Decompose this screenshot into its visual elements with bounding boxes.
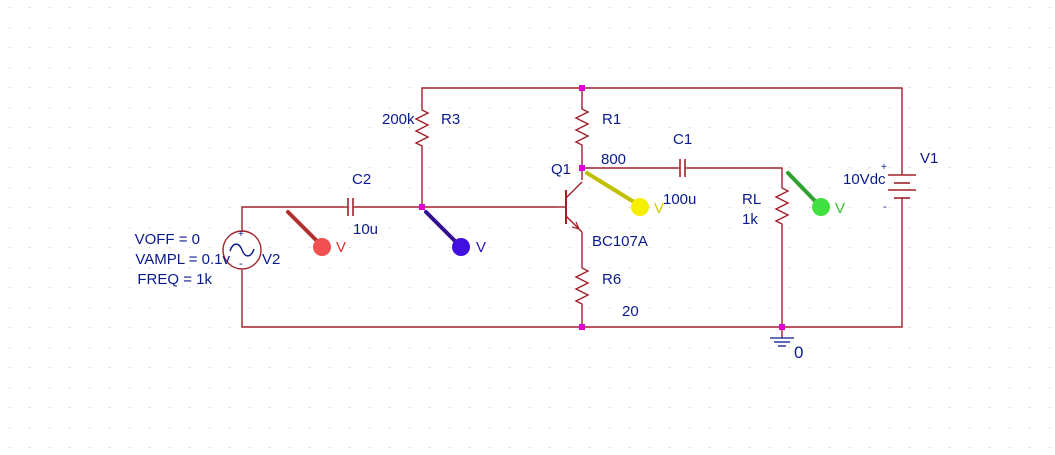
resistor-r6[interactable]: R6 20 [574, 266, 639, 320]
resistor-r3-body [414, 108, 430, 148]
resistor-rl-value: 1k [742, 211, 758, 228]
capacitor-c1-value: 100u [663, 191, 696, 208]
wire-v2-top[interactable] [241, 206, 344, 232]
dc-source-v1[interactable]: + - V1 10Vdc [843, 150, 938, 213]
wire-c1-rl[interactable] [688, 167, 783, 184]
probe-v2-input-stem [286, 210, 320, 244]
junction-top-rail[interactable] [579, 85, 585, 91]
probe-v2-input[interactable]: V [286, 210, 346, 256]
probe-base-label: V [476, 239, 486, 256]
probe-collector[interactable]: V [585, 171, 664, 217]
ac-source-v2-freq: FREQ = 1k [137, 271, 212, 288]
probe-base[interactable]: V [424, 210, 486, 256]
dc-source-v1-value: 10Vdc [843, 171, 886, 188]
resistor-rl[interactable]: RL 1k [742, 184, 790, 228]
probe-base-stem [424, 210, 459, 245]
resistor-r6-body [574, 266, 590, 306]
junction-emitter-ground[interactable] [579, 324, 585, 330]
probe-v2-input-head [313, 238, 331, 256]
ac-source-v2-circle [222, 230, 262, 270]
resistor-r3[interactable]: 200k R3 [382, 108, 460, 148]
capacitor-c2-ref: C2 [352, 171, 371, 188]
ac-source-v2-vampl: VAMPL = 0.1v [135, 251, 230, 268]
wire-top-rail[interactable] [421, 87, 903, 175]
transistor-q1-emitter-arrow [571, 221, 581, 230]
resistor-rl-ref: RL [742, 191, 761, 208]
dc-source-v1-plus: + [881, 162, 887, 173]
probe-collector-head [631, 198, 649, 216]
junctions [419, 85, 785, 330]
ac-source-v2-plus: + [238, 229, 244, 240]
resistor-r6-value: 20 [622, 303, 639, 320]
probe-collector-stem [585, 171, 636, 204]
resistor-r3-ref: R3 [441, 111, 460, 128]
wire-ground-rail[interactable] [241, 198, 903, 328]
resistor-r1[interactable]: R1 800 [574, 107, 626, 168]
capacitor-c1-ref: C1 [673, 131, 692, 148]
resistor-r6-ref: R6 [602, 271, 621, 288]
junction-ground-node[interactable] [779, 324, 785, 330]
probe-load-label: V [835, 200, 845, 217]
sine-wave-icon [229, 243, 255, 257]
dc-source-v1-minus: - [883, 201, 887, 213]
resistor-r1-ref: R1 [602, 111, 621, 128]
probe-load-stem [786, 171, 819, 205]
ac-source-v2-minus: - [239, 258, 243, 270]
ac-source-v2-ref: V2 [262, 251, 280, 268]
transistor-q1-ref: Q1 [551, 161, 571, 178]
dc-source-v1-ref: V1 [920, 150, 938, 167]
capacitor-c2[interactable]: C2 10u [344, 171, 378, 238]
capacitor-c2-value: 10u [353, 221, 378, 238]
capacitor-c1[interactable]: C1 100u [663, 131, 696, 208]
resistor-r1-value: 800 [601, 151, 626, 168]
probe-load-head [812, 198, 830, 216]
transistor-q1-collector-leg [565, 181, 583, 199]
resistor-rl-body [774, 184, 790, 228]
junction-base-node[interactable] [419, 204, 425, 210]
ground-label: 0 [794, 343, 803, 362]
transistor-q1-model: BC107A [592, 233, 648, 250]
resistor-r3-value: 200k [382, 111, 415, 128]
probe-collector-label: V [654, 200, 664, 217]
ac-source-v2[interactable]: + - V2 VOFF = 0 VAMPL = 0.1v FREQ = 1k [135, 229, 281, 288]
ac-source-v2-voff: VOFF = 0 [135, 231, 200, 248]
wires [241, 87, 903, 338]
probe-v2-input-label: V [336, 239, 346, 256]
resistor-r1-body [574, 107, 590, 147]
transistor-q1[interactable]: Q1 BC107A [551, 161, 648, 250]
ground-symbol[interactable]: 0 [770, 337, 803, 362]
probe-load[interactable]: V [786, 171, 845, 217]
junction-collector-node[interactable] [579, 165, 585, 171]
probe-base-head [452, 238, 470, 256]
